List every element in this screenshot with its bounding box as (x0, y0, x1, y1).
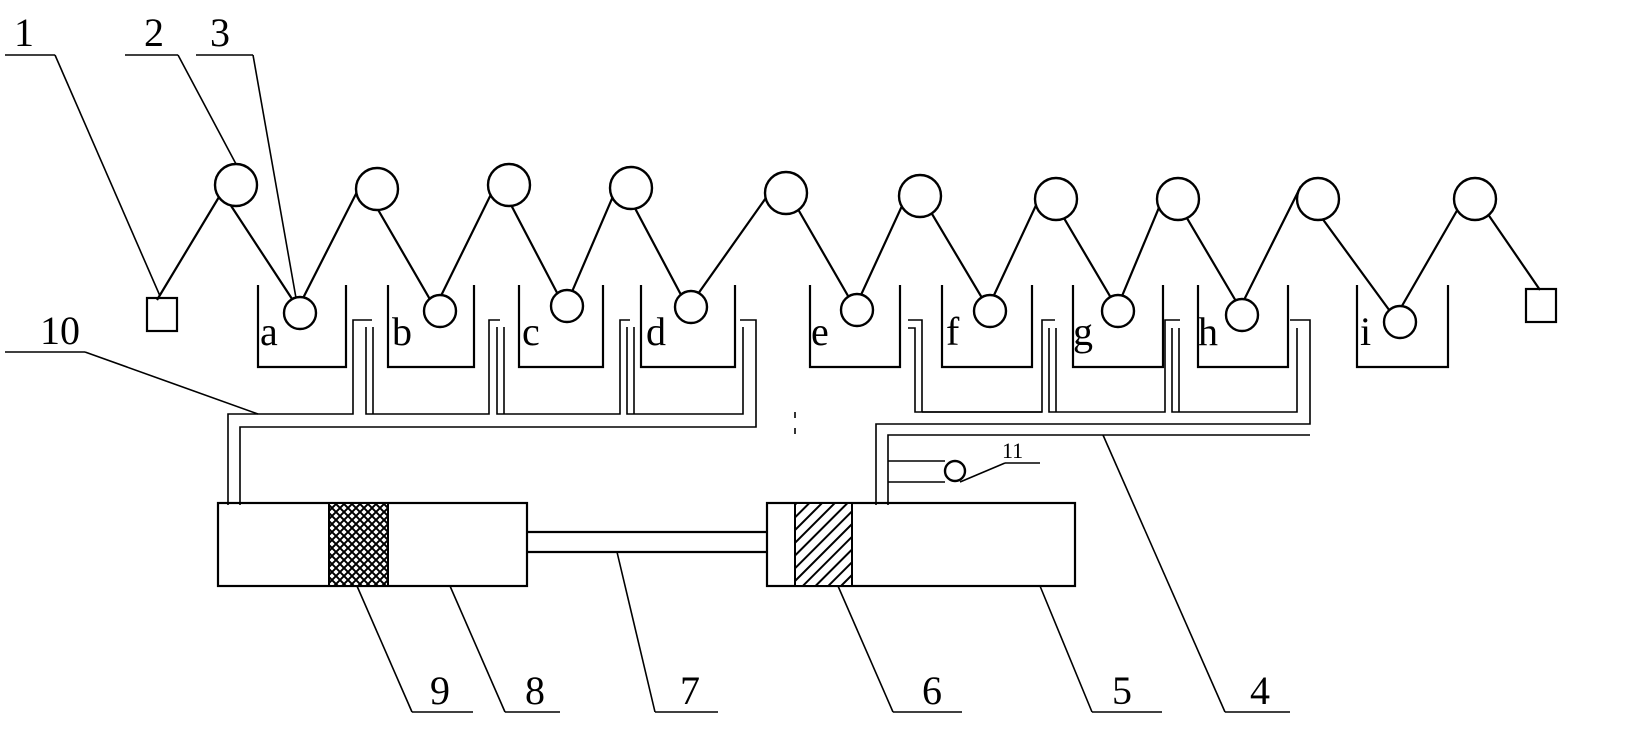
tank-label: f (946, 309, 960, 354)
top-roller (1155, 176, 1201, 222)
bottom-rollers (282, 288, 1418, 340)
tank-letters: a b c d e f g h i (260, 309, 1371, 354)
tank-label: c (522, 309, 540, 354)
bottom-roller (1100, 293, 1136, 329)
tank-a (256, 285, 348, 369)
tank-label: a (260, 309, 278, 354)
valve (888, 459, 967, 483)
tank-d (639, 285, 737, 369)
tank-b (386, 285, 476, 369)
tank-c (517, 285, 605, 369)
tank-label: g (1073, 309, 1093, 354)
top-roller (213, 162, 259, 208)
right-piston (794, 502, 853, 587)
right-cylinder (765, 501, 1077, 588)
top-roller (897, 173, 943, 219)
callout-1: 1 (14, 10, 34, 55)
tank-label: b (392, 309, 412, 354)
callout-4: 4 (1250, 668, 1270, 713)
tank-f (940, 285, 1034, 369)
left-piston (328, 502, 389, 587)
callout-7: 7 (680, 668, 700, 713)
bottom-roller (549, 288, 585, 324)
feed-spool (145, 296, 179, 333)
tank-label: h (1198, 309, 1218, 354)
takeup-spool (1524, 287, 1558, 324)
top-roller (486, 162, 532, 208)
tank-h (1196, 285, 1290, 369)
tank-i (1355, 285, 1450, 369)
top-rollers (213, 162, 1498, 222)
callout-2: 2 (144, 10, 164, 55)
top-roller (763, 170, 809, 216)
left-cylinder (216, 501, 529, 588)
leader-lines (5, 54, 1290, 713)
bottom-roller (972, 293, 1008, 329)
left-manifold-pipe (227, 319, 757, 505)
callout-numbers: 1 2 3 10 11 9 8 7 6 5 4 (14, 10, 1270, 713)
top-roller (608, 165, 654, 211)
callout-10: 10 (40, 308, 80, 353)
top-roller (354, 166, 400, 212)
callout-8: 8 (525, 668, 545, 713)
callout-5: 5 (1112, 668, 1132, 713)
callout-11: 11 (1002, 438, 1023, 463)
callout-9: 9 (430, 668, 450, 713)
top-roller (1452, 176, 1498, 222)
tank-e (808, 285, 902, 369)
top-roller (1033, 176, 1079, 222)
tanks (256, 285, 1450, 369)
connecting-rod (527, 530, 767, 554)
bottom-roller (282, 295, 318, 331)
tank-label: e (811, 309, 829, 354)
bottom-roller (1224, 297, 1260, 333)
bottom-roller (839, 292, 875, 328)
bottom-roller (1382, 304, 1418, 340)
tank-g (1071, 285, 1165, 369)
tank-label: d (646, 309, 666, 354)
bottom-roller (673, 289, 709, 325)
bottom-roller (422, 293, 458, 329)
callout-3: 3 (210, 10, 230, 55)
top-roller (1295, 176, 1341, 222)
tank-label: i (1360, 309, 1371, 354)
callout-6: 6 (922, 668, 942, 713)
